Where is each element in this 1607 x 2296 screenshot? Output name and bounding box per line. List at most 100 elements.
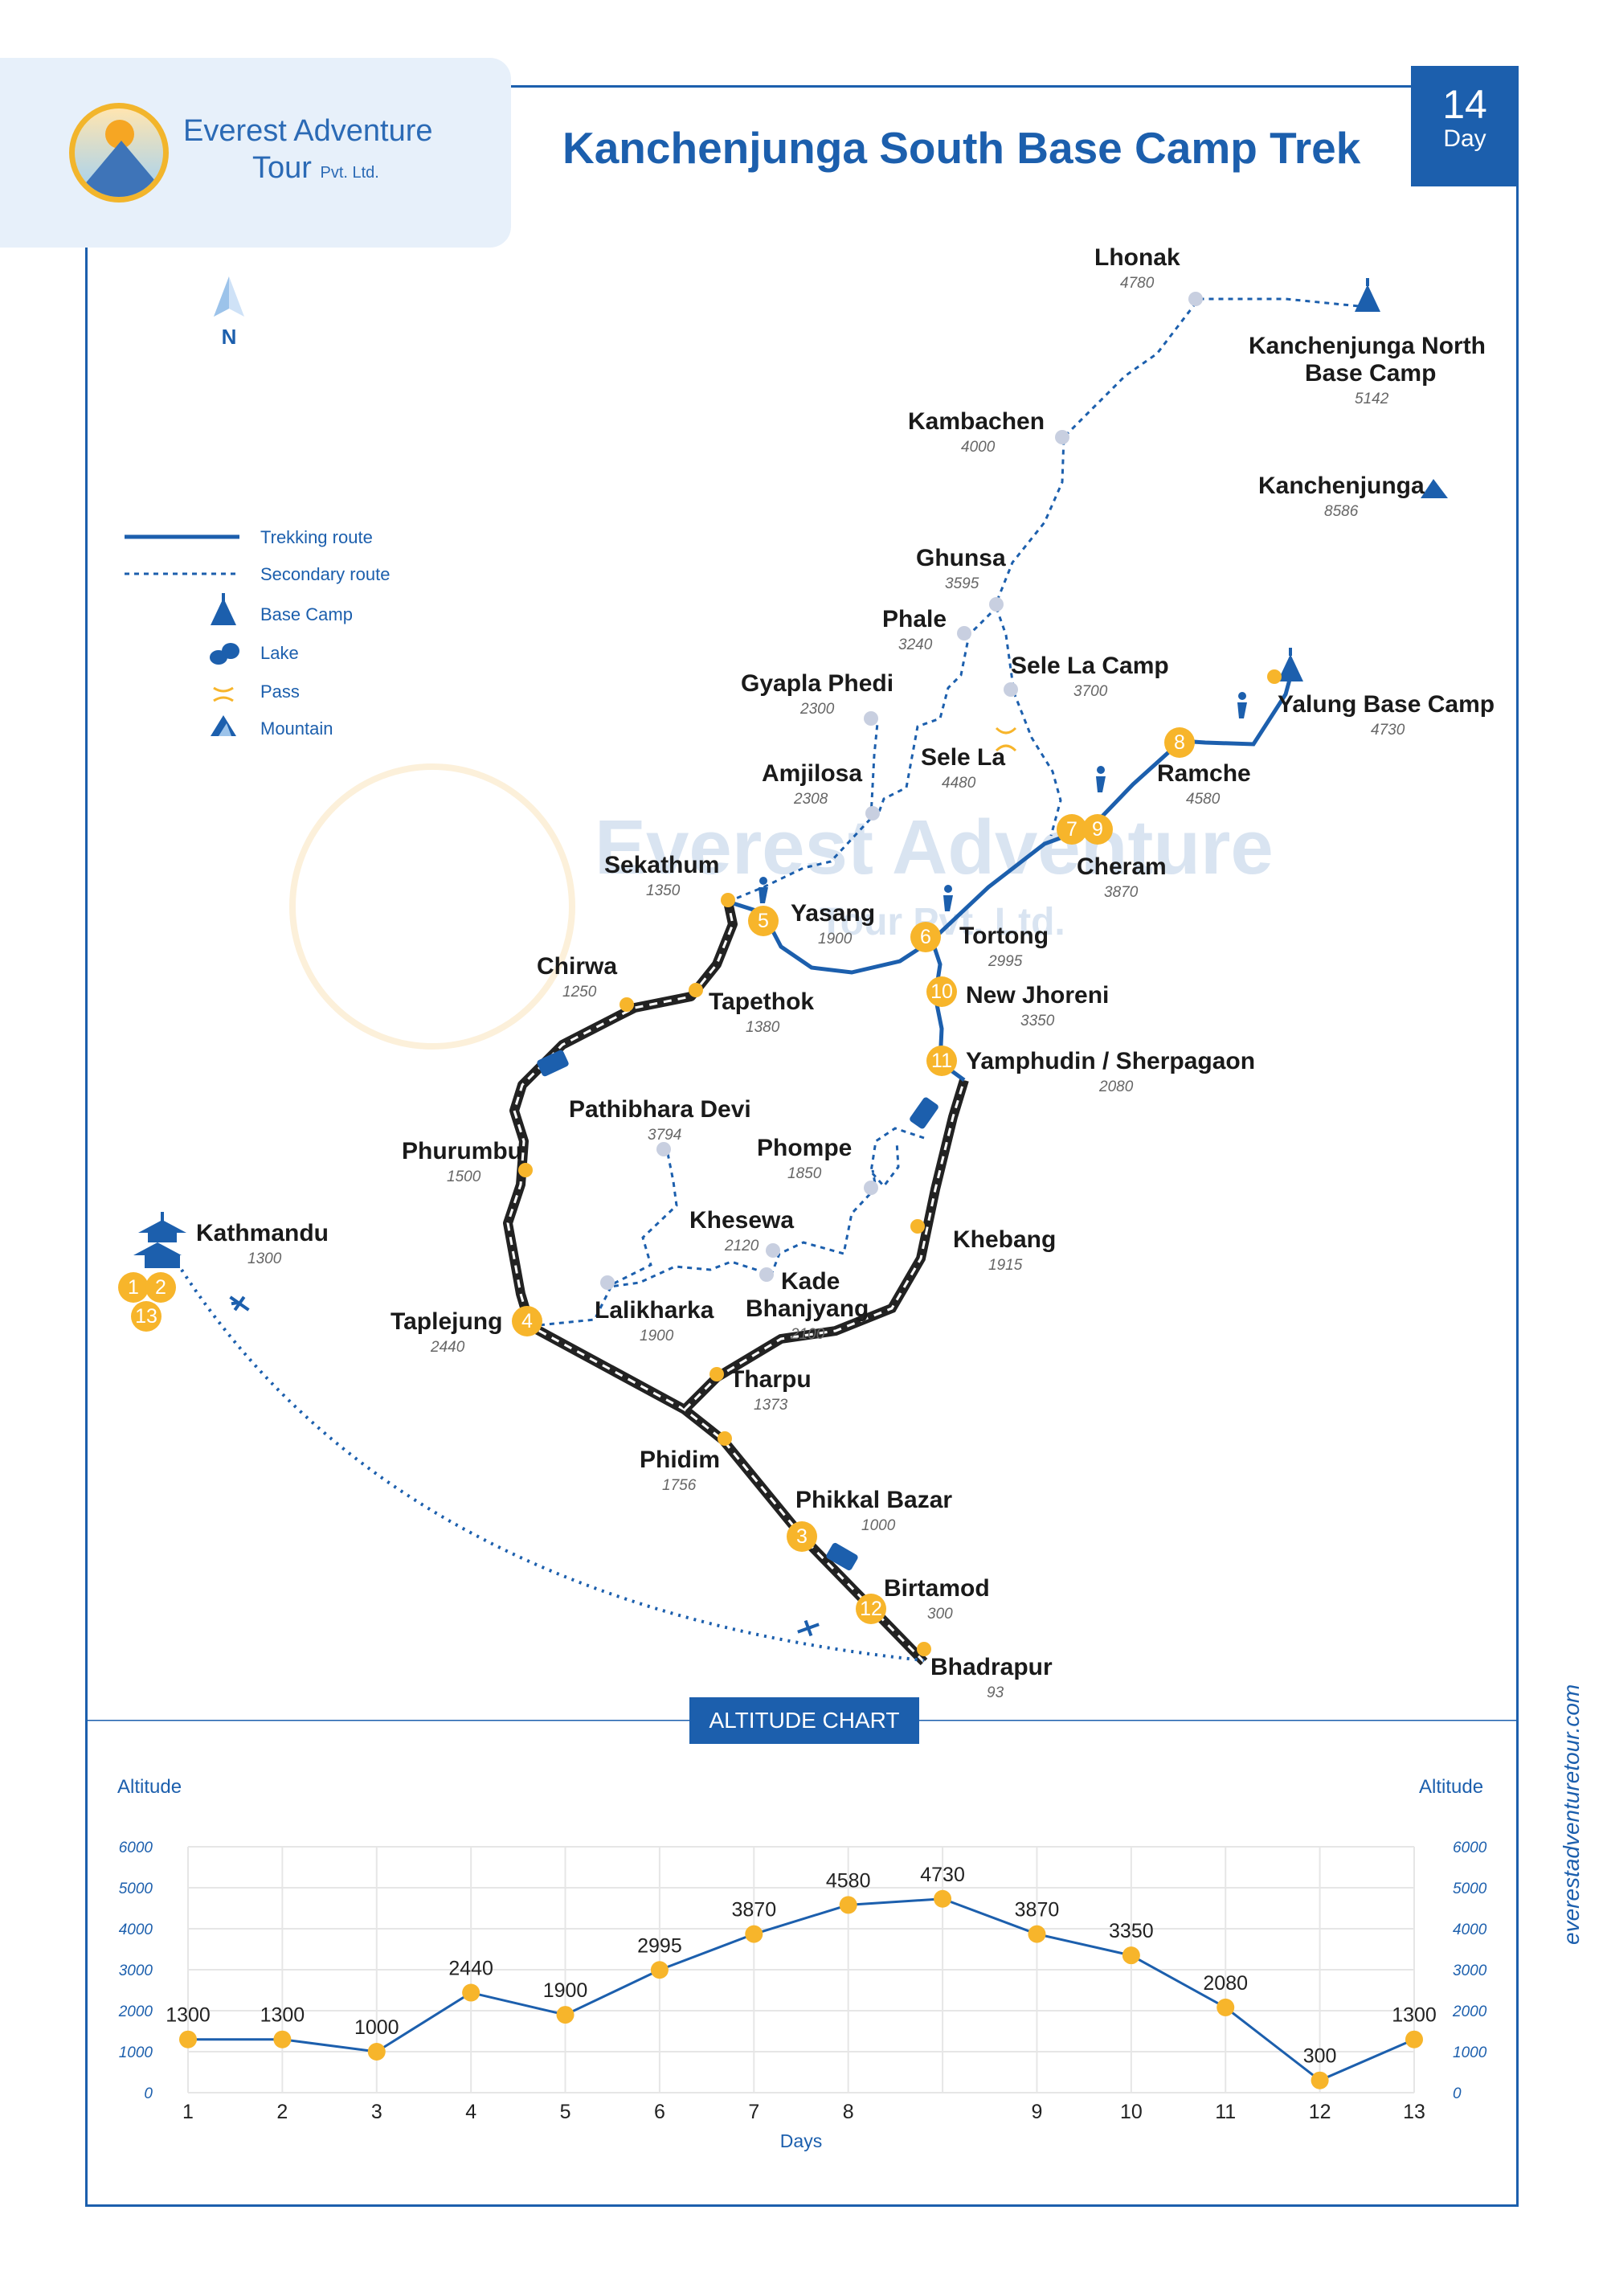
place-name: Kathmandu: [196, 1220, 329, 1246]
pass-icon: [213, 686, 234, 702]
place-altitude: 4730: [1371, 722, 1405, 739]
place-name: Yasang: [791, 900, 876, 927]
altitude-point: [1216, 1998, 1235, 2016]
place-name: New Jhoreni: [966, 982, 1110, 1009]
bus-icon: [910, 1097, 938, 1129]
x-tick-label: 1: [182, 2101, 194, 2123]
point-tharpu: [709, 1367, 724, 1381]
y-tick-label-right: 6000: [1453, 1840, 1487, 1856]
company-name: Everest Adventure: [183, 114, 433, 148]
legend-pass: Pass: [260, 681, 300, 702]
place-altitude: 2100: [791, 1326, 825, 1343]
company-name-line2: Tour Pvt. Ltd.: [252, 151, 379, 185]
company-logo: [69, 103, 169, 203]
watermark-subtext: Tour Pvt. Ltd.: [820, 901, 1065, 943]
place-name: Phurumbu: [402, 1138, 522, 1164]
place-altitude: 1850: [787, 1165, 822, 1182]
place-name: Yalung Base Camp: [1278, 691, 1495, 718]
pass-icon: [995, 726, 1017, 752]
place-name: Phale: [882, 606, 947, 632]
point-amjilosa: [865, 806, 880, 821]
data-label: 1000: [354, 2016, 399, 2039]
y-tick-label-left: 5000: [119, 1881, 153, 1897]
place-altitude: 2308: [794, 791, 828, 808]
place-name: Kanchenjunga North: [1249, 333, 1486, 359]
y-tick-label-right: 1000: [1453, 2044, 1487, 2061]
place-altitude: 5142: [1355, 391, 1389, 407]
place-altitude: 300: [927, 1606, 953, 1623]
duration-number: 14: [1442, 82, 1487, 127]
flight-route: [180, 1268, 925, 1662]
altitude-point: [1028, 1925, 1046, 1943]
y-tick-label-left: 6000: [119, 1840, 153, 1856]
x-tick-label: 10: [1120, 2101, 1143, 2123]
trekker-icon: [943, 885, 953, 911]
place-altitude: 4580: [1186, 791, 1221, 808]
altitude-point: [179, 2030, 197, 2048]
place-name: Pathibhara Devi: [569, 1096, 751, 1123]
data-label: 1300: [1392, 2004, 1437, 2027]
x-tick-label: 12: [1309, 2101, 1331, 2123]
y-tick-label-left: 0: [144, 2085, 153, 2102]
place-altitude: 3700: [1073, 683, 1108, 700]
place-altitude: 1373: [754, 1397, 788, 1414]
altitude-point: [1311, 2071, 1329, 2089]
trekker-icon: [759, 877, 768, 903]
point-yalung: [1267, 669, 1282, 684]
stop-marker: 13: [131, 1301, 162, 1332]
legend-mountain: Mountain: [260, 718, 333, 739]
point-pathibhara: [656, 1142, 671, 1156]
legend-lake: Lake: [260, 643, 299, 663]
place-name: Taplejung: [391, 1308, 503, 1335]
point-lhonak: [1188, 292, 1203, 306]
altitude-point: [934, 1889, 952, 1908]
x-tick-label: 2: [276, 2101, 288, 2123]
altitude-point: [1122, 1946, 1140, 1965]
north-label: N: [222, 325, 237, 347]
y-tick-label-right: 5000: [1453, 1881, 1487, 1897]
place-name: Cheram: [1077, 853, 1167, 880]
plane-icon: [797, 1619, 820, 1637]
website-url: everestadventuretour.com: [1559, 1684, 1584, 1945]
place-name: Phompe: [757, 1135, 853, 1161]
place-altitude: 3794: [648, 1127, 682, 1144]
stop-marker: 6: [910, 922, 941, 952]
mountain-icon: [211, 715, 236, 736]
point-kade-bhanjyang: [759, 1267, 774, 1282]
duration-unit: Day: [1443, 125, 1486, 152]
legend-trekking-route: Trekking route: [260, 527, 373, 547]
y-tick-label-left: 2000: [118, 2003, 153, 2020]
place-name: Kambachen: [908, 408, 1045, 435]
place-altitude: 2120: [725, 1238, 759, 1254]
duration-badge: 14 Day: [1411, 66, 1519, 186]
place-name: Sele La Camp: [1011, 653, 1169, 679]
x-tick-label: 8: [843, 2101, 854, 2123]
data-label: 2995: [637, 1934, 682, 1957]
y-axis-label-left: Altitude: [117, 1776, 182, 1798]
place-name: Ramche: [1157, 760, 1251, 787]
altitude-point: [1405, 2030, 1423, 2048]
point-gyapla-phedi: [864, 711, 878, 726]
place-name: Lhonak: [1094, 244, 1180, 271]
data-label: 2080: [1203, 1972, 1248, 1995]
place-altitude: 1756: [662, 1477, 697, 1494]
place-name: Tharpu: [730, 1366, 812, 1393]
point-lalikharka: [600, 1275, 615, 1290]
place-name: Bhanjyang: [746, 1295, 869, 1322]
place-altitude: 2440: [431, 1339, 465, 1356]
place-altitude: 4480: [942, 775, 976, 792]
point-tapethok: [689, 983, 703, 997]
x-tick-label: 5: [560, 2101, 571, 2123]
base-camp-tent-icon: [211, 593, 236, 625]
place-name: Sekathum: [604, 852, 720, 878]
place-name: Gyapla Phedi: [741, 670, 894, 697]
legend-base-camp: Base Camp: [260, 604, 353, 624]
stop-marker: 7: [1057, 814, 1087, 845]
place-altitude: 8586: [1324, 503, 1359, 520]
place-name: Tortong: [959, 923, 1049, 949]
altitude-point: [839, 1896, 857, 1914]
data-label: 300: [1303, 2045, 1337, 2068]
point-khesewa: [766, 1243, 780, 1258]
point-sele-la-camp: [1004, 682, 1018, 697]
